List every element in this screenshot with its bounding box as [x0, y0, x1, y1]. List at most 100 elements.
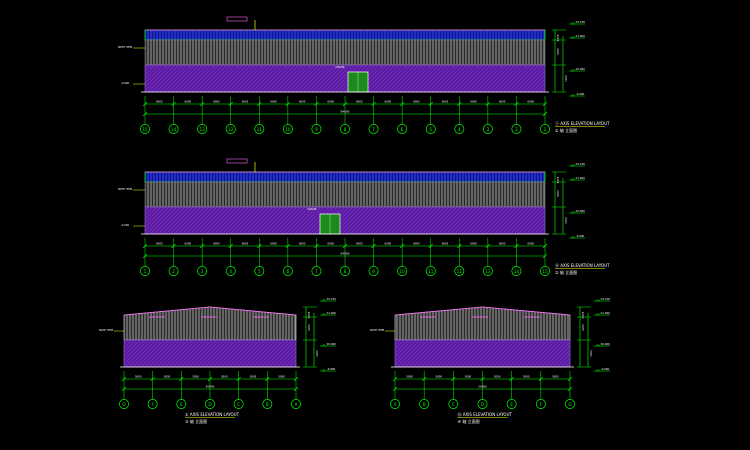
grid-bubble [506, 399, 517, 409]
bay-dim-label: 6000 [470, 100, 477, 104]
level-marker-triangle [570, 21, 576, 25]
grid-bubble [140, 266, 150, 276]
bay-dim-label: 6000 [185, 100, 192, 104]
grid-bubble-label: E [180, 402, 183, 407]
grid-bubble [291, 399, 301, 409]
bay-dim-label: 5000 [523, 375, 530, 379]
dim-tick [392, 376, 398, 382]
level-label: ±1.000 [575, 34, 585, 38]
grid-bubble [511, 124, 522, 134]
bay-dim-label: 6000 [356, 242, 363, 246]
dim-tick [285, 243, 291, 249]
wall-base-purple [144, 206, 546, 235]
grid-bubble [454, 124, 465, 134]
level-marker-triangle [570, 210, 576, 214]
grid-bubble [390, 399, 400, 409]
grid-bubble [540, 124, 550, 134]
dim-tick [514, 243, 519, 249]
bay-dim-label: 6000 [299, 100, 306, 104]
dim-tick [399, 243, 405, 249]
wall-base-purple [144, 64, 546, 93]
grid-bubble-label: B [266, 402, 269, 407]
grid-bubble [454, 266, 465, 276]
elevation-subtitle: ④ 轴 立面图 [458, 418, 480, 424]
side-dim-label: 5200 [556, 190, 560, 197]
grid-bubble [511, 266, 522, 276]
side-dim-label: 1200 [315, 350, 319, 357]
grid-bubble-label: 1 [144, 269, 147, 274]
level-label: ±0.000 [575, 209, 585, 213]
dim-tick [228, 243, 233, 249]
bay-dim-label: 6000 [356, 100, 363, 104]
grid-bubble [425, 266, 436, 276]
dim-tick [199, 101, 205, 107]
bay-dim-label: 6000 [442, 242, 449, 246]
level-marker-triangle [321, 343, 327, 347]
side-dim-label: 1200 [564, 75, 568, 82]
grid-bubble [140, 124, 150, 134]
dim-tick [480, 376, 485, 382]
dim-tick [257, 101, 262, 107]
bay-dim-label: 5000 [494, 375, 501, 379]
side-dim-label: 5200 [556, 48, 560, 55]
grid-bubble-label: 9 [315, 127, 318, 132]
level-marker-triangle [595, 368, 601, 372]
grid-bubble [233, 399, 244, 409]
dim-tick [171, 101, 176, 107]
level-label: ±5.478 [326, 297, 336, 301]
level-marker-triangle [570, 235, 576, 239]
level-marker-triangle [595, 312, 601, 316]
level-label: -0.000 [576, 234, 585, 238]
dim-tick [428, 243, 433, 249]
grid-bubble [119, 399, 129, 409]
grid-bubble-label: 2 [515, 127, 518, 132]
grid-bubble [197, 124, 208, 134]
side-dim-label: 1200 [589, 350, 593, 357]
grid-bubble-label: 10 [399, 269, 405, 274]
dim-tick [371, 101, 376, 107]
bay-dim-label: 6000 [413, 242, 420, 246]
door-label: DOOR [307, 207, 316, 211]
grid-bubble-label: D [208, 402, 211, 407]
elevation-subtitle: ② 轴 立面图 [555, 269, 577, 275]
bay-dim-label: 6000 [499, 242, 506, 246]
wall-base-purple [123, 339, 297, 368]
bay-dim-label: 6000 [442, 100, 449, 104]
total-dim-label: 30000 [478, 385, 487, 389]
roof-band [144, 29, 546, 41]
bay-dim-label: 6000 [242, 100, 249, 104]
grid-bubble-label: 8 [344, 269, 347, 274]
grid-bubble-label: 14 [171, 127, 177, 132]
grid-bubble-label: 13 [485, 269, 491, 274]
grid-bubble-label: 5 [429, 127, 432, 132]
dim-tick [485, 101, 491, 107]
bay-dim-label: 5000 [406, 375, 413, 379]
bay-dim-label: 6000 [499, 100, 506, 104]
bay-dim-label: 5000 [435, 375, 442, 379]
grid-bubble [205, 399, 215, 409]
dim-tick [509, 376, 514, 382]
annotation-tag [226, 158, 248, 164]
bay-dim-label: 6000 [185, 242, 192, 246]
grid-bubble-label: D [481, 402, 484, 407]
total-dim-label: 30000 [206, 385, 215, 389]
bay-dim-label: 5000 [552, 375, 559, 379]
elevation-gable-b: NOTE ITEM547852001200±5.478±1.000±0.000-… [370, 297, 610, 424]
grid-bubble-label: 7 [315, 269, 318, 274]
dim-tick [257, 243, 262, 249]
side-dim-label: 5200 [581, 324, 585, 331]
grid-bubble [448, 399, 459, 409]
elevation-title: ⓐ AXIS ELEVATION LAYOUT [555, 120, 610, 126]
bay-dim-label: 5000 [164, 375, 171, 379]
elevation-title: ① AXIS ELEVATION LAYOUT [185, 412, 240, 417]
dim-tick [199, 243, 205, 249]
dim-tick [342, 243, 348, 249]
grid-bubble-label: 11 [428, 269, 434, 274]
dim-tick [150, 376, 155, 382]
grid-bubble [176, 399, 187, 409]
grid-bubble-label: A [295, 402, 298, 407]
bay-dim-label: 6000 [527, 100, 534, 104]
bay-dim-label: 6000 [385, 242, 392, 246]
